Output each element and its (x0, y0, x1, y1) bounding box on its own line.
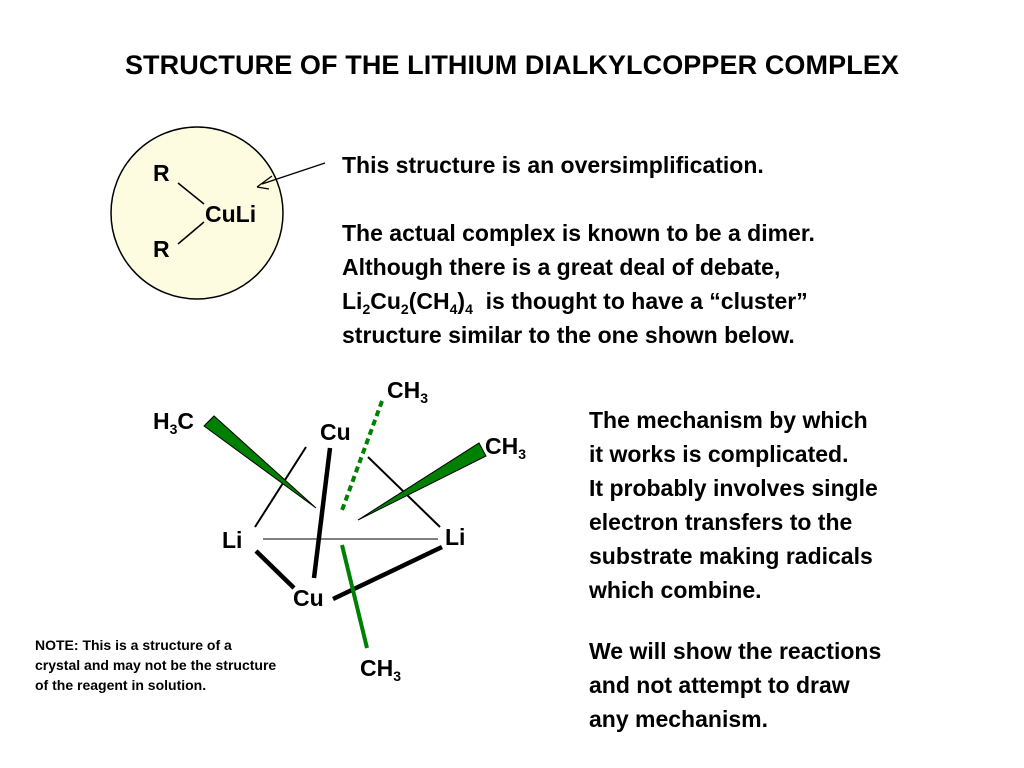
page-title: STRUCTURE OF THE LITHIUM DIALKYLCOPPER C… (124, 50, 900, 80)
methyl-right-subscript: 3 (518, 446, 527, 462)
methyl-left-c: C (177, 408, 195, 434)
formula-circle (110, 126, 284, 300)
li-left-label: Li (222, 527, 243, 553)
methyl-top-dashed-bond (339, 400, 384, 514)
r-bottom-label: R (153, 236, 170, 262)
mechanism-line-4: electron transfers to the (589, 509, 853, 535)
methyl-right-label: CH3 (485, 433, 527, 462)
conclusion-text: We will show the reactions and not attem… (589, 634, 881, 736)
methyl-left-label: H3C (153, 408, 195, 437)
intro-line-4-rest: is thought to have a “cluster” (485, 288, 808, 314)
intro-line-4: Li2Cu2(CH4)4 is thought to have a “clust… (342, 284, 815, 318)
mechanism-line-6: which combine. (589, 577, 762, 603)
mechanism-line-2: it works is complicated. (589, 441, 849, 467)
crystal-note: NOTE: This is a structure of a crystal a… (35, 637, 277, 693)
mechanism-line-5: substrate making radicals (589, 543, 873, 569)
methyl-bottom-bond (340, 544, 369, 649)
formula-close-subscript: 4 (465, 301, 473, 317)
intro-line-2: The actual complex is known to be a dime… (342, 220, 815, 246)
methyl-bottom-subscript: 3 (393, 668, 402, 684)
r-bottom-bond (177, 221, 205, 245)
formula-cu-subscript: 2 (400, 301, 409, 317)
methyl-right-ch: CH (485, 433, 519, 459)
methyl-top-subscript: 3 (420, 390, 429, 406)
conclusion-line-2: and not attempt to draw (589, 672, 850, 698)
methyl-bottom-label: CH3 (360, 655, 402, 684)
methyl-right-wedge (357, 442, 487, 521)
conclusion-line-1: We will show the reactions (589, 638, 882, 664)
formula-ch-subscript: 4 (449, 301, 458, 317)
intro-line-5: structure similar to the one shown below… (342, 322, 795, 348)
formula-ch: (CH (408, 288, 450, 314)
cu-bottom-label: Cu (293, 585, 324, 611)
cu-top-to-cu-bottom-bond (311, 447, 333, 579)
culi-label: CuLi (205, 201, 257, 227)
methyl-left-wedge (203, 415, 317, 509)
cu-top-to-li-left-bond (254, 446, 307, 528)
methyl-bottom-ch: CH (360, 655, 394, 681)
li-right-label: Li (445, 524, 466, 550)
pointer-arrow-head (256, 175, 273, 190)
li-left-to-cu-bottom-bond (254, 549, 296, 590)
mechanism-line-1: The mechanism by which (589, 407, 868, 433)
methyl-left-subscript: 3 (169, 421, 178, 437)
intro-line-3: Although there is a great deal of debate… (342, 254, 781, 280)
formula-li: Li (342, 288, 363, 314)
formula-li-subscript: 2 (362, 301, 371, 317)
mechanism-line-3: It probably involves single (589, 475, 878, 501)
cu-top-label: Cu (320, 419, 351, 445)
pointer-arrow-line (261, 162, 326, 185)
conclusion-line-3: any mechanism. (589, 706, 768, 732)
intro-text: This structure is an oversimplification.… (342, 148, 815, 352)
mechanism-text: The mechanism by which it works is compl… (589, 403, 878, 607)
r-top-label: R (153, 160, 170, 186)
intro-line-1: This structure is an oversimplification. (342, 152, 764, 178)
formula-cu: Cu (370, 288, 401, 314)
r-top-bond (177, 182, 205, 205)
formula-close: ) (457, 288, 466, 314)
methyl-top-ch: CH (387, 377, 421, 403)
methyl-top-label: CH3 (387, 377, 429, 406)
methyl-left-h: H (153, 408, 170, 434)
